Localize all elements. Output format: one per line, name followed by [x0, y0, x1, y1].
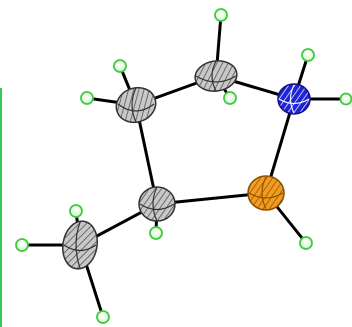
atom-n1[interactable]	[277, 83, 311, 115]
atom-h-c4-top[interactable]	[69, 204, 83, 218]
bonds	[20, 13, 348, 319]
left-edge-line	[0, 88, 2, 327]
atom-h-c3-bottom[interactable]	[149, 226, 163, 240]
atom-c1[interactable]	[111, 82, 160, 128]
heavy-atoms	[59, 58, 311, 271]
atom-h-c1-left[interactable]	[80, 91, 94, 105]
atom-h-c1-top[interactable]	[113, 59, 127, 73]
atom-h-c2-top[interactable]	[214, 8, 228, 22]
atom-h-c4-left[interactable]	[15, 238, 29, 252]
atom-p1[interactable]	[247, 175, 285, 211]
atom-h-n-right[interactable]	[339, 92, 352, 106]
atom-h-n-top[interactable]	[301, 48, 315, 62]
atom-c3[interactable]	[138, 186, 176, 222]
atom-h-c4-bottom[interactable]	[96, 310, 110, 324]
hydrogen-atoms	[15, 8, 352, 324]
atom-h-c2-bottom[interactable]	[223, 91, 237, 105]
atom-c4[interactable]	[59, 218, 101, 271]
atom-h-p[interactable]	[299, 236, 313, 250]
atom-c2[interactable]	[193, 58, 239, 94]
